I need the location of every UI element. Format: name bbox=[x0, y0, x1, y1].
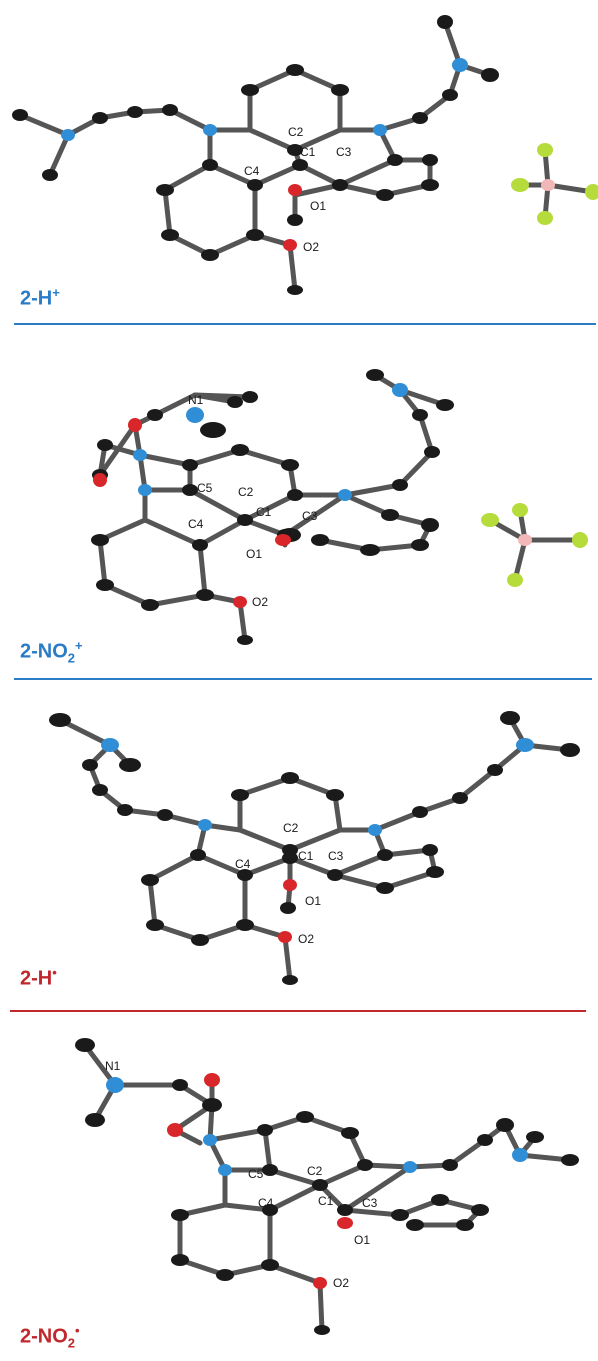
svg-text:C1: C1 bbox=[300, 145, 316, 159]
svg-text:O1: O1 bbox=[310, 199, 326, 213]
svg-text:C4: C4 bbox=[188, 517, 204, 531]
svg-text:O1: O1 bbox=[305, 894, 321, 908]
svg-text:O2: O2 bbox=[298, 932, 314, 946]
svg-text:O2: O2 bbox=[333, 1276, 349, 1290]
svg-text:O2: O2 bbox=[303, 240, 319, 254]
crystal-structure-2-no2-plus: N1 C5 C2 C1 C3 C4 O1 O2 bbox=[91, 369, 588, 645]
svg-text:C1: C1 bbox=[298, 849, 314, 863]
svg-text:O1: O1 bbox=[354, 1233, 370, 1247]
panel-title-2-h-radical: 2-H• bbox=[20, 965, 57, 990]
panel-title-2-h-plus: 2-H+ bbox=[20, 285, 60, 310]
svg-text:C2: C2 bbox=[307, 1164, 323, 1178]
svg-text:C5: C5 bbox=[248, 1167, 264, 1181]
atom-labels: N1 C5 C2 C1 C3 C4 O1 O2 bbox=[105, 1059, 378, 1290]
bonds bbox=[57, 715, 573, 983]
svg-text:C3: C3 bbox=[302, 509, 318, 523]
atom-labels: C2 C1 C3 C4 O1 O2 bbox=[244, 125, 352, 254]
bf4-anion bbox=[511, 143, 598, 225]
svg-text:C4: C4 bbox=[244, 164, 260, 178]
svg-text:C1: C1 bbox=[318, 1194, 334, 1208]
svg-text:C1: C1 bbox=[256, 505, 272, 519]
nitrogen-atoms bbox=[133, 383, 408, 501]
svg-text:N1: N1 bbox=[188, 393, 204, 407]
panel-2-h-plus: C2 C1 C3 C4 O1 O2 2-H+ bbox=[0, 0, 598, 330]
oxygen-atoms bbox=[93, 418, 291, 608]
svg-text:C5: C5 bbox=[197, 481, 213, 495]
svg-text:O2: O2 bbox=[252, 595, 268, 609]
svg-text:C3: C3 bbox=[328, 849, 344, 863]
svg-text:C3: C3 bbox=[362, 1196, 378, 1210]
oxygen-atoms bbox=[167, 1073, 353, 1289]
svg-text:C2: C2 bbox=[238, 485, 254, 499]
crystal-structure-2-h-radical: C2 C1 C3 C4 O1 O2 bbox=[49, 711, 580, 985]
bf4-anion bbox=[481, 503, 588, 587]
atom-labels: N1 C5 C2 C1 C3 C4 O1 O2 bbox=[188, 393, 318, 609]
panel-2-no2-radical: N1 C5 C2 C1 C3 C4 O1 O2 2-NO2• bbox=[0, 1025, 598, 1361]
bonds bbox=[82, 1042, 573, 1333]
carbon-atoms bbox=[49, 711, 580, 985]
svg-text:C4: C4 bbox=[258, 1196, 274, 1210]
carbon-atoms bbox=[75, 1038, 579, 1335]
crystal-structure-2-no2-radical: N1 C5 C2 C1 C3 C4 O1 O2 bbox=[75, 1038, 579, 1335]
svg-text:C2: C2 bbox=[288, 125, 304, 139]
nitrogen-atoms bbox=[61, 58, 468, 141]
divider-radical bbox=[10, 1010, 586, 1012]
panel-title-2-no2-radical: 2-NO2• bbox=[20, 1323, 80, 1351]
bonds bbox=[97, 372, 583, 643]
svg-text:O1: O1 bbox=[246, 547, 262, 561]
carbon-atoms bbox=[12, 15, 499, 295]
nitrogen-atoms bbox=[101, 738, 534, 836]
panel-title-2-no2-plus: 2-NO2+ bbox=[20, 638, 83, 666]
oxygen-atoms bbox=[278, 879, 297, 943]
divider-cation-2 bbox=[14, 678, 592, 680]
divider-cation-1 bbox=[14, 323, 596, 325]
oxygen-atoms bbox=[283, 184, 302, 251]
panel-2-no2-plus: N1 C5 C2 C1 C3 C4 O1 O2 2-NO2+ bbox=[0, 340, 598, 680]
svg-text:N1: N1 bbox=[105, 1059, 121, 1073]
svg-text:C2: C2 bbox=[283, 821, 299, 835]
atom-labels: C2 C1 C3 C4 O1 O2 bbox=[235, 821, 344, 946]
crystal-structure-2-h-plus: C2 C1 C3 C4 O1 O2 bbox=[12, 15, 598, 295]
svg-text:C3: C3 bbox=[336, 145, 352, 159]
nitrogen-atoms bbox=[106, 1077, 528, 1176]
svg-text:C4: C4 bbox=[235, 857, 251, 871]
panel-2-h-radical: C2 C1 C3 C4 O1 O2 2-H• bbox=[0, 690, 598, 1010]
